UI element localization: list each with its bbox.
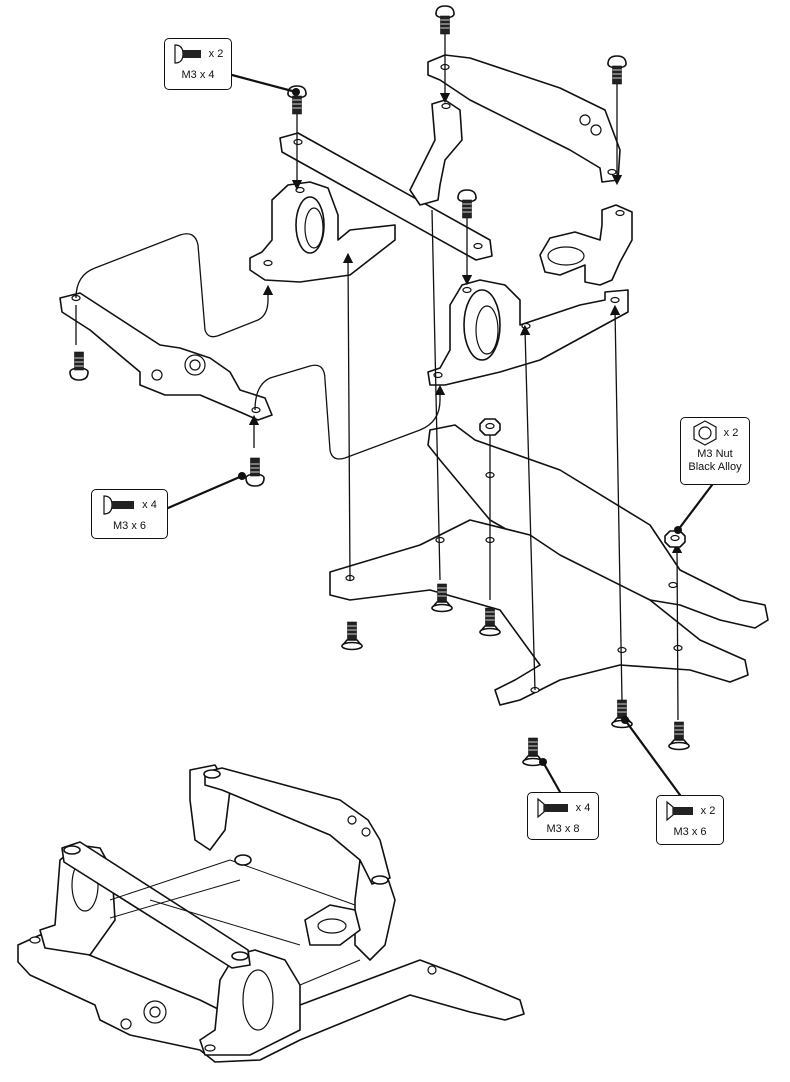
callout-spec-line1: M3 Nut: [697, 448, 733, 460]
button-head-screw-icon: [435, 5, 455, 35]
hex-nut-icon: [693, 420, 717, 446]
chassis-plate-lower: [329, 519, 749, 706]
front-right-bulkhead: [427, 279, 629, 386]
button-head-screw-icon: [245, 457, 265, 487]
callout-m3x4: x 2 M3 x 4: [164, 38, 232, 90]
left-side-plate: [59, 292, 273, 421]
callout-leaders: [166, 73, 714, 797]
button-head-screw-icon: [103, 495, 135, 515]
button-head-screw-icon: [457, 189, 477, 219]
flat-head-screw-icon: [611, 699, 633, 729]
hex-nut-icon: [664, 530, 686, 548]
callout-qty: x 2: [700, 804, 716, 817]
callout-m3x6-flat: x 2 M3 x 6: [656, 795, 724, 845]
flat-head-screw-icon: [666, 800, 693, 822]
motor-mount-upright: [539, 204, 633, 286]
callout-m3-nut: x 2 M3 Nut Black Alloy: [680, 417, 750, 485]
button-head-screw-icon: [69, 351, 89, 381]
callout-spec: M3 x 8: [546, 823, 580, 835]
callout-qty: x 2: [208, 47, 224, 60]
flat-head-screw-icon: [479, 607, 501, 637]
callout-m3x8: x 4 M3 x 8: [527, 792, 599, 840]
callout-qty: x 2: [723, 426, 739, 439]
callout-spec: M3 x 6: [112, 520, 146, 532]
callout-qty: x 4: [575, 801, 591, 814]
button-head-screw-icon: [607, 55, 627, 85]
button-head-screw-icon: [174, 44, 201, 64]
assembly-lines: [75, 20, 683, 721]
callout-spec: M3 x 4: [181, 69, 215, 81]
callout-spec: M3 x 6: [673, 826, 707, 838]
flat-head-screw-icon: [537, 797, 568, 819]
hex-nut-icon: [479, 418, 501, 436]
left-top-brace: [279, 132, 493, 261]
assembled-chassis: [17, 764, 525, 1063]
callout-spec-line2: Black Alloy: [688, 461, 742, 473]
callout-qty: x 4: [142, 498, 157, 511]
flat-head-screw-icon: [341, 621, 363, 651]
callout-m3x6-button: x 4 M3 x 6: [91, 489, 168, 539]
rear-left-bulkhead: [249, 181, 396, 283]
flat-head-screw-icon: [668, 721, 690, 751]
rear-upright: [409, 99, 463, 206]
